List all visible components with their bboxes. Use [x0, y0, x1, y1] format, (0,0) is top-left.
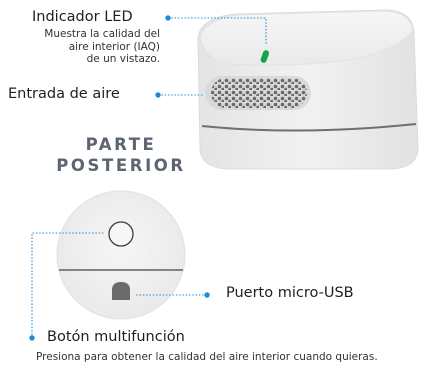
rear-section-title-line: PARTE [85, 135, 157, 154]
rear-section-title: PARTE POSTERIOR [50, 134, 192, 176]
usb-port-label: Puerto micro-USB [226, 285, 354, 301]
air-intake-grille [205, 76, 311, 110]
device-band-line [201, 123, 417, 132]
air-intake-label: Entrada de aire [8, 86, 120, 102]
multifunction-button-graphic [108, 221, 134, 247]
led-description: Muestra la calidad del aire interior (IA… [44, 28, 160, 66]
led-desc-line: de un vistazo. [86, 53, 160, 65]
multifunction-button-description: Presiona para obtener la calidad del air… [36, 351, 378, 363]
rear-section-title-line: POSTERIOR [56, 156, 186, 175]
led-leader-line [168, 17, 267, 45]
multifunction-button-title: Botón multifunción [47, 329, 185, 345]
led-desc-line: Muestra la calidad del [44, 28, 160, 40]
led-indicator [260, 50, 270, 63]
led-desc-line: aire interior (IAQ) [68, 40, 160, 53]
rear-view [56, 190, 186, 320]
usb-port-graphic [112, 282, 130, 300]
led-title: Indicador LED [32, 9, 133, 25]
leader-lines [29, 15, 267, 341]
